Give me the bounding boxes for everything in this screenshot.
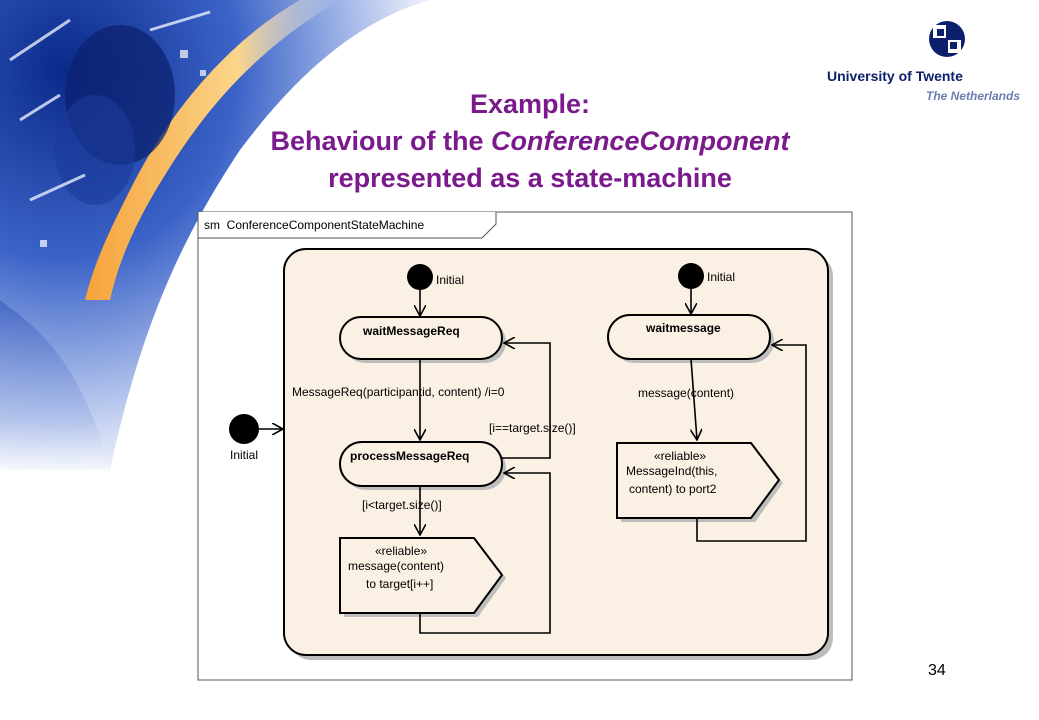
right-initial-label: Initial — [707, 270, 735, 284]
title-line-2-prefix: Behaviour of the — [270, 126, 491, 156]
university-of-twente-logo-icon — [929, 21, 965, 57]
guard-continue-label: [i<target.size()] — [362, 498, 442, 512]
transition-message-req-label: MessageReq(participantid, content) /i=0 — [292, 385, 505, 399]
slide-title: Example: Behaviour of the ConferenceComp… — [180, 86, 880, 197]
title-line-2: Behaviour of the ConferenceComponent — [180, 123, 880, 160]
send-signal-message — [339, 537, 504, 614]
transition-message-label: message(content) — [638, 386, 734, 400]
title-line-3: represented as a state-machine — [328, 163, 732, 193]
state-process-message-req-label: processMessageReq — [350, 449, 469, 463]
send-signal-message-ind-line2: MessageInd(this, — [626, 464, 717, 478]
send-signal-message-line2: message(content) — [348, 559, 444, 573]
university-tagline: The Netherlands — [926, 89, 1021, 103]
send-signal-message-ind-stereotype: «reliable» — [654, 449, 706, 463]
decorative-corner-graphic — [0, 0, 430, 470]
right-initial-node — [678, 263, 704, 289]
frame-label-tab — [197, 212, 497, 239]
send-signal-message-ind — [616, 442, 781, 519]
transition-loop-done — [502, 343, 551, 459]
title-line-1: Example: — [469, 89, 591, 119]
state-wait-message-label: waitmessage — [645, 321, 721, 335]
university-name: University of Twente — [827, 68, 963, 84]
title-line-2-component: ConferenceComponent — [491, 126, 790, 156]
state-wait-message — [607, 314, 771, 360]
state-wait-message-req-label: waitMessageReq — [362, 324, 460, 338]
send-signal-message-ind-line3: content) to port2 — [629, 482, 717, 496]
send-signal-message-line3: to target[i++] — [366, 577, 433, 591]
guard-loop-done-label: [i==target.size()] — [489, 421, 576, 435]
university-logo: University of Twente The Netherlands — [825, 18, 1035, 108]
frame-label: sm ConferenceComponentStateMachine — [204, 218, 424, 232]
page-number: 34 — [928, 662, 946, 679]
outer-initial-node — [229, 414, 259, 444]
send-signal-message-stereotype: «reliable» — [375, 544, 427, 558]
left-initial-node — [407, 264, 433, 290]
transition-loop-continue — [419, 473, 551, 634]
transition-loop-message — [696, 345, 807, 542]
transition-message — [690, 358, 697, 440]
state-process-message-req — [339, 441, 503, 487]
outer-initial-label: Initial — [230, 448, 258, 462]
left-initial-label: Initial — [436, 273, 464, 287]
state-wait-message-req — [339, 316, 503, 360]
